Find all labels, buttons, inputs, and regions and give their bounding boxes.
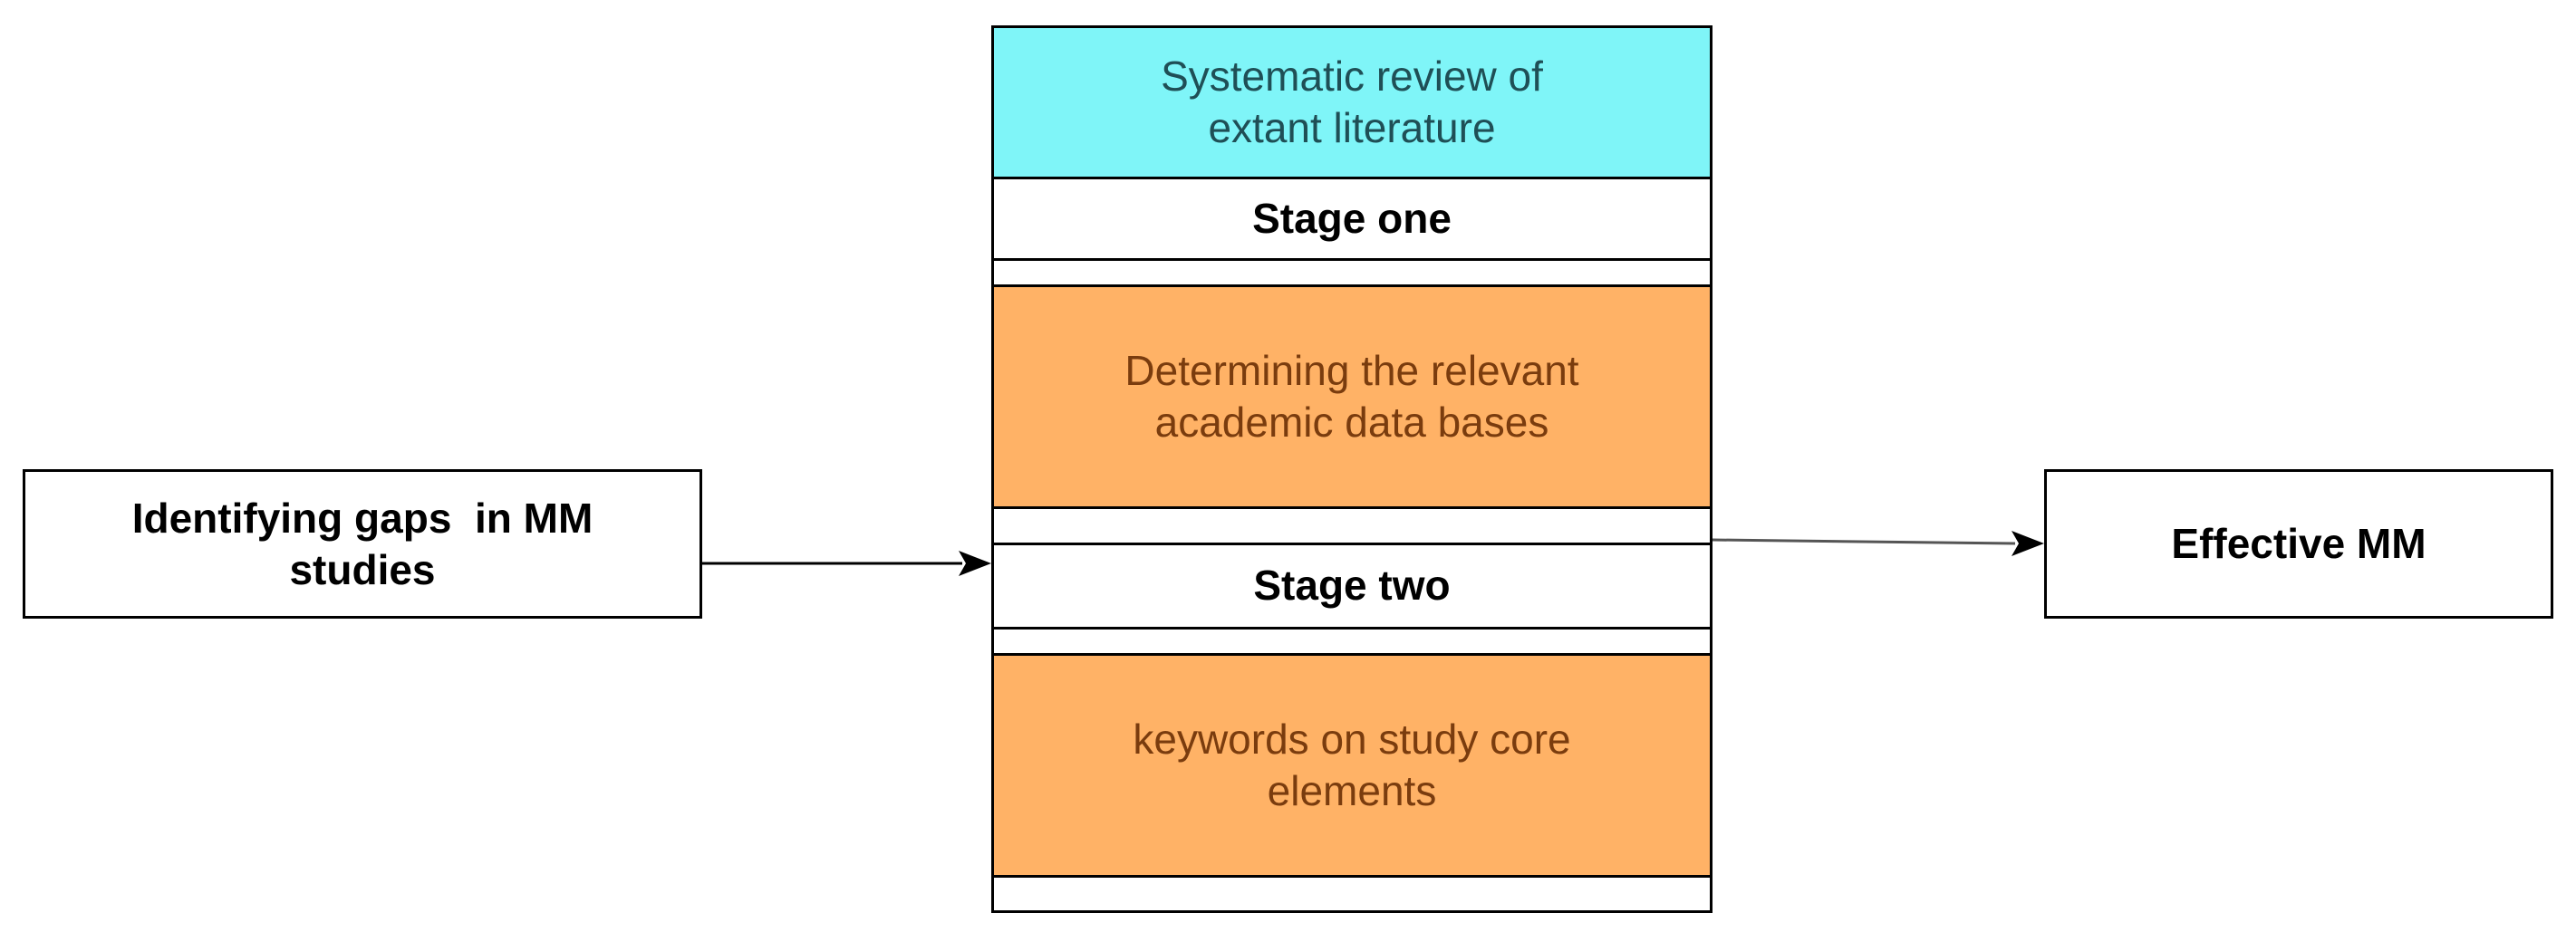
determining-databases-step: Determining the relevant academic data b…	[991, 284, 1713, 509]
spacer-1	[991, 258, 1713, 287]
identifying-gaps-line2: studies	[289, 545, 436, 593]
arrowhead-left	[959, 551, 991, 576]
effective-mm-text: Effective MM	[2171, 520, 2426, 568]
spacer-4	[991, 875, 1713, 913]
determining-databases-line1: Determining the relevant	[1124, 346, 1579, 394]
stage-one-text: Stage one	[1252, 194, 1452, 242]
keywords-line2: elements	[1267, 767, 1437, 814]
keywords-step: keywords on study core elements	[991, 653, 1713, 878]
systematic-review-header: Systematic review of extant literature	[991, 25, 1713, 179]
spacer-3	[991, 627, 1713, 656]
keywords-line1: keywords on study core	[1133, 715, 1571, 763]
identifying-gaps-box: Identifying gaps in MM studies	[23, 469, 702, 619]
determining-databases-line2: academic data bases	[1154, 399, 1549, 446]
identifying-gaps-line1: Identifying gaps in MM	[131, 495, 593, 543]
spacer-2	[991, 506, 1713, 545]
stage-two-text: Stage two	[1253, 562, 1451, 610]
arrow-column-to-right	[1712, 538, 2016, 545]
stage-one-label: Stage one	[991, 177, 1713, 261]
systematic-review-line1: Systematic review of	[1161, 52, 1543, 100]
arrowhead-right	[2012, 531, 2044, 556]
stage-two-label: Stage two	[991, 543, 1713, 630]
systematic-review-line2: extant literature	[1208, 104, 1496, 151]
effective-mm-box: Effective MM	[2044, 469, 2553, 619]
